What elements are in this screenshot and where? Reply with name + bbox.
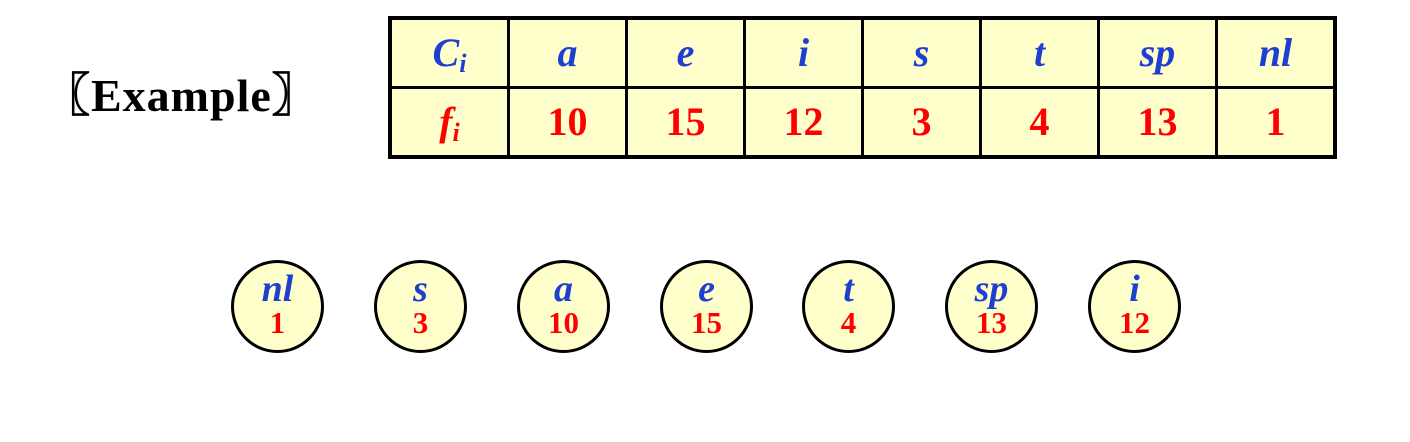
example-title: 〖Example〗 xyxy=(44,70,319,121)
node-frequency: 4 xyxy=(840,305,857,340)
tree-node-nl: nl 1 xyxy=(231,260,324,353)
node-symbol: nl xyxy=(261,268,294,310)
tree-node-sp: sp 13 xyxy=(945,260,1038,353)
symbol-cell: nl xyxy=(1215,16,1337,89)
node-frequency: 13 xyxy=(976,305,1007,340)
frequency-header-subscript: i xyxy=(452,118,460,147)
symbol-cell: e xyxy=(625,16,746,89)
symbol-cell: sp xyxy=(1097,16,1218,89)
frequency-header-label: f xyxy=(439,99,453,144)
tree-node-t: t 4 xyxy=(802,260,895,353)
node-frequency: 15 xyxy=(691,305,722,340)
tree-node-s: s 3 xyxy=(374,260,467,353)
node-symbol: s xyxy=(413,268,428,310)
node-frequency: 12 xyxy=(1119,305,1150,340)
frequency-cell: 15 xyxy=(625,86,746,159)
node-symbol: t xyxy=(843,268,854,310)
frequency-cell: 13 xyxy=(1097,86,1218,159)
frequency-header-cell: fi xyxy=(388,86,510,159)
symbol-row: Ci a e i s t sp nl xyxy=(388,16,1337,89)
frequency-row: fi 10 15 12 3 4 13 1 xyxy=(388,86,1337,159)
node-symbol: e xyxy=(698,268,715,310)
symbol-cell: i xyxy=(743,16,864,89)
frequency-cell: 3 xyxy=(861,86,982,159)
symbol-header-subscript: i xyxy=(459,49,467,78)
tree-node-a: a 10 xyxy=(517,260,610,353)
symbol-cell: a xyxy=(507,16,628,89)
node-symbol: sp xyxy=(974,268,1009,310)
symbol-cell: t xyxy=(979,16,1100,89)
node-symbol: a xyxy=(554,268,573,310)
frequency-cell: 4 xyxy=(979,86,1100,159)
node-frequency: 1 xyxy=(269,305,286,340)
tree-node-e: e 15 xyxy=(660,260,753,353)
node-frequency: 10 xyxy=(548,305,579,340)
node-frequency: 3 xyxy=(412,305,429,340)
tree-node-i: i 12 xyxy=(1088,260,1181,353)
symbol-header-cell: Ci xyxy=(388,16,510,89)
symbol-header-label: C xyxy=(432,30,460,75)
node-symbol: i xyxy=(1129,268,1140,310)
frequency-cell: 12 xyxy=(743,86,864,159)
frequency-table: Ci a e i s t sp nl fi 10 15 12 3 4 13 1 xyxy=(388,16,1337,159)
frequency-cell: 10 xyxy=(507,86,628,159)
frequency-cell: 1 xyxy=(1215,86,1337,159)
symbol-cell: s xyxy=(861,16,982,89)
